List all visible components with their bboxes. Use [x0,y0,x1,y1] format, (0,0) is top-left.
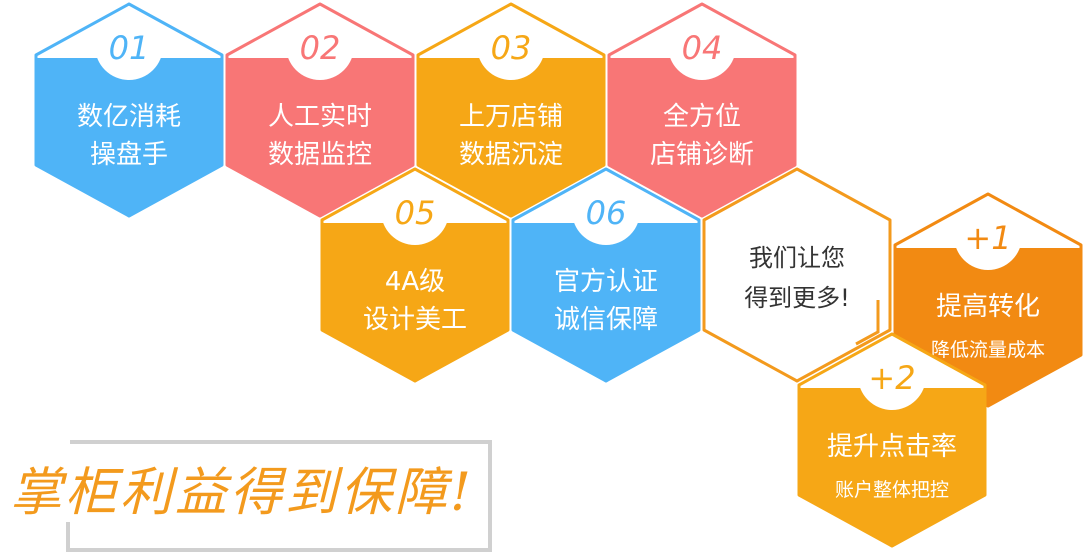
hexagon-fill [799,388,985,546]
hex-title: 提升点击率 [826,432,957,462]
hex-badge-number: 05 [394,194,436,232]
hex-message-line2: 得到更多! [744,284,850,312]
hexagon-shape [320,167,510,383]
hex-feature-06: 06 官方认证 诚信保障 [511,165,701,385]
hex-title: 官方认证 [553,267,658,297]
hex-feature-03: 03 上万店铺 数据沉淀 [416,0,606,220]
hex-title: 数亿消耗 [76,102,181,132]
hex-subtitle: 操盘手 [89,140,168,170]
hex-badge-number: 01 [108,29,150,67]
slogan-text: 掌柜利益得到保障! [10,463,474,523]
badge-circle [668,12,736,80]
hex-subtitle: 店铺诊断 [649,140,754,170]
hex-badge-number: 06 [585,194,627,232]
hexagon-outline-shape [702,167,892,383]
hexagon-shape [511,167,701,383]
hex-message-line1: 我们让您 [749,244,845,272]
hex-subtitle: 数据监控 [267,140,372,170]
hex-subtitle: 数据沉淀 [458,140,563,170]
hex-title: 上万店铺 [458,102,563,132]
hex-subtitle: 账户整体把控 [834,479,949,501]
badge-circle [381,177,449,245]
hex-benefit-plus-2: +2 提升点击率 账户整体把控 [797,330,987,550]
hex-title: 全方位 [662,102,741,132]
badge-circle [858,342,926,410]
hex-badge-number: 02 [299,29,341,67]
badge-circle [572,177,640,245]
hex-badge-number: 03 [490,29,532,67]
hex-title: 提高转化 [935,292,1040,322]
badge-circle [477,12,545,80]
badge-circle [95,12,163,80]
hex-highlight-message: 我们让您 得到更多! [702,165,892,385]
hexagon-shape [797,332,987,548]
hex-feature-01: 01 数亿消耗 操盘手 [34,0,224,220]
hex-title: 人工实时 [267,102,372,132]
hex-subtitle: 降低流量成本 [930,339,1045,361]
badge-circle [286,12,354,80]
hexagon-outline [702,167,892,383]
corner-bracket-decoration [855,300,880,346]
hex-subtitle: 设计美工 [362,305,467,335]
hex-title: 4A级 [384,267,446,297]
slogan-frame [66,440,492,552]
hex-badge-number: +1 [964,219,1012,257]
hex-badge-number: +2 [868,359,916,397]
hex-feature-04: 04 全方位 店铺诊断 [607,0,797,220]
hexagon-shape [34,2,224,218]
hex-feature-05: 05 4A级 设计美工 [320,165,510,385]
badge-circle [954,202,1022,270]
hex-badge-number: 04 [681,29,723,67]
hexagon-shape [416,2,606,218]
hex-subtitle: 诚信保障 [553,305,658,335]
